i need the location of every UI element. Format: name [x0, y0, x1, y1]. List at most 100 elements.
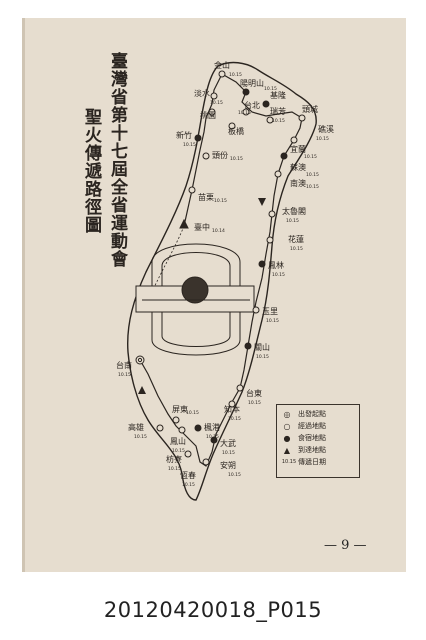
map-title: 臺灣省第十七屆全省運動會: [107, 52, 127, 268]
label-基隆: 基隆: [270, 90, 286, 100]
label-金山: 金山: [214, 60, 230, 70]
label-臺中: 臺中: [194, 222, 210, 232]
legend-row-arrive: ▲ 到達地點: [281, 444, 355, 456]
label-鳳山: 鳳山: [170, 436, 186, 446]
label-陽明山: 陽明山: [240, 78, 264, 88]
station-恆春: [202, 458, 210, 466]
legend-row-start: ◎ 出發起點: [281, 408, 355, 420]
date-台北: 10.15: [238, 110, 251, 116]
arrow-icon: [138, 386, 146, 394]
place-labels: 金山 10.15 陽明山 10.15 淡水 10.15 基隆 台北 10.15 …: [116, 60, 334, 488]
image-caption: 20120420018_P015: [103, 598, 323, 622]
map-legend: ◎ 出發起點 ○ 經過地點 ● 食宿地點 ▲ 到達地點 10.15 傳遞日期: [276, 404, 360, 478]
station-宜蘭: [280, 152, 288, 160]
date-淡水: 10.15: [210, 100, 223, 106]
label-楓港: 楓港: [204, 422, 220, 432]
label-淡水: 淡水: [194, 88, 210, 98]
date-屏東: 10.15: [186, 410, 199, 416]
date-玉里: 10.15: [266, 318, 279, 324]
date-太魯閣: 10.15: [286, 218, 299, 224]
label-知本: 知本: [224, 404, 240, 414]
date-高雄: 10.15: [134, 434, 147, 440]
label-恆春: 恆春: [180, 470, 196, 480]
legend-label: 食宿地點: [298, 434, 326, 442]
date-安朔: 10.15: [228, 472, 241, 478]
label-台南: 台南: [116, 360, 132, 370]
station-基隆: [262, 100, 270, 108]
station-蘇澳: [274, 170, 282, 178]
label-高雄: 高雄: [128, 422, 144, 432]
label-安朔: 安朔: [220, 460, 236, 470]
filled-circle-icon: ●: [283, 433, 291, 443]
station-苗栗: [188, 186, 196, 194]
station-桃園: [208, 108, 216, 116]
triangle-icon: ▲: [283, 445, 291, 455]
date-台東: 10.15: [248, 400, 261, 406]
station-高雄: [156, 424, 164, 432]
station-頭份: [202, 152, 210, 160]
label-玉里: 玉里: [262, 307, 278, 316]
label-蘇澳: 蘇澳: [290, 162, 306, 172]
stadium-illustration: [135, 243, 255, 356]
station-礁溪: [290, 136, 298, 144]
date-知本: 10.15: [228, 416, 241, 422]
date-南澳: 10.15: [306, 184, 319, 190]
date-枋寮: 10.15: [168, 466, 181, 472]
label-屏東: 屏東: [172, 404, 188, 414]
date-宜蘭: 10.15: [304, 154, 317, 160]
label-枋寮: 枋寮: [166, 454, 182, 464]
legend-label: 到達地點: [298, 446, 326, 454]
date-恆春: 10.15: [182, 482, 195, 488]
legend-label: 出發起點: [298, 410, 326, 418]
taiwan-coastline: [126, 61, 317, 501]
label-南澳: 南澳: [290, 178, 306, 188]
legend-row-pass: ○ 經過地點: [281, 420, 355, 432]
date-台南: 10.15: [118, 372, 131, 378]
page-number: — 9 —: [324, 538, 367, 553]
station-鳳林: [258, 260, 266, 268]
label-新竹: 新竹: [176, 130, 192, 140]
legend-row-stay: ● 食宿地點: [281, 432, 355, 444]
station-陽明山: [242, 88, 250, 96]
label-頭城: 頭城: [302, 105, 318, 114]
arrow-icon: [258, 198, 266, 206]
date-大武: 10.15: [222, 450, 235, 456]
station-台東: [236, 384, 244, 392]
label-板橋: 板橋: [228, 126, 244, 136]
station-枋寮: [184, 450, 192, 458]
date-苗栗: 10.15: [214, 198, 227, 204]
date-陽明山: 10.15: [264, 86, 277, 92]
station-淡水: [210, 92, 218, 100]
station-楓港: [194, 424, 202, 432]
station-瑞芳: [266, 116, 274, 124]
date-金山: 10.15: [229, 72, 242, 78]
date-關山: 10.15: [256, 354, 269, 360]
label-太魯閣: 太魯閣: [282, 206, 306, 216]
label-宜蘭: 宜蘭: [290, 144, 306, 154]
date-鳳林: 10.15: [272, 272, 285, 278]
label-台東: 台東: [246, 388, 262, 398]
date-臺中: 10.14: [212, 228, 225, 234]
route-stations: [135, 70, 306, 466]
map-subtitle: 聖火傳遞路徑圖: [81, 108, 101, 234]
station-花蓮: [266, 236, 274, 244]
direction-arrows: [138, 198, 266, 394]
label-關山: 關山: [254, 342, 270, 352]
station-台北: [242, 108, 250, 116]
station-屏東: [172, 416, 180, 424]
station-關山: [244, 342, 252, 350]
legend-label: 傳遞日期: [298, 458, 326, 466]
station-知本: [228, 400, 236, 408]
station-鳳山: [178, 426, 186, 434]
label-鳳林: 鳳林: [268, 260, 284, 270]
label-花蓮: 花蓮: [288, 234, 304, 244]
station-大武: [210, 436, 218, 444]
station-板橋: [228, 122, 236, 130]
label-台北: 台北: [244, 100, 260, 110]
station-頭城: [298, 114, 306, 122]
double-circle-icon: ◎: [283, 409, 291, 419]
date-礁溪: 10.15: [316, 136, 329, 142]
date-sample: 10.15: [281, 459, 297, 465]
date-新竹: 10.15: [183, 142, 196, 148]
